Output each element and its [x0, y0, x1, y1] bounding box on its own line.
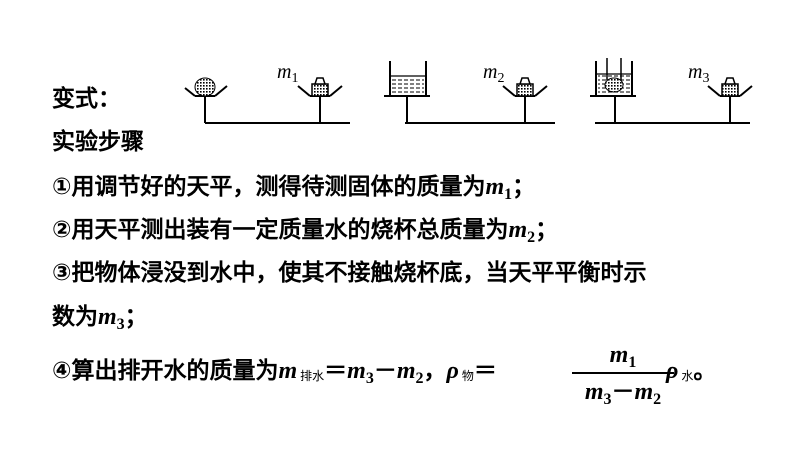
step-2-end: ； — [535, 217, 559, 243]
step-4-m3: m — [347, 358, 366, 384]
fraction-numerator: m1 — [572, 340, 674, 371]
step-3-sub: 3 — [116, 316, 125, 333]
figure-label-sub: 1 — [291, 71, 298, 86]
step-4-comma: ， — [423, 358, 447, 384]
numerator-sub: 1 — [628, 354, 637, 371]
denominator-m3-sub: 3 — [603, 391, 612, 408]
denominator-minus: － — [611, 379, 635, 405]
figure-label-m3: m3 — [688, 61, 709, 86]
step-4-rho: ρ — [446, 358, 459, 384]
fraction-bar — [572, 372, 674, 374]
step-4-text: ④算出排开水的质量为 — [52, 358, 279, 384]
step-4-m: m — [278, 358, 298, 384]
numerator-var: m — [609, 342, 629, 368]
denominator-m2-sub: 2 — [653, 391, 662, 408]
step-4-m2: m — [396, 358, 416, 384]
figure-label-m2: m2 — [483, 61, 504, 86]
step-1-var: m — [485, 174, 505, 200]
step-4-minus: － — [373, 358, 397, 384]
step-4-m2-sub: 2 — [415, 370, 424, 387]
weight-icon — [721, 77, 739, 97]
weight-icon — [311, 77, 329, 97]
step-1-text: ①用调节好的天平，测得待测固体的质量为 — [52, 174, 486, 200]
experiment-figure: m1 m2 m3 — [184, 58, 753, 124]
fraction-denominator: m3－m2 — [572, 377, 674, 408]
steps-title: 实验步骤 — [52, 129, 144, 155]
step-4-end: 。 — [693, 358, 717, 384]
step-4-eq-2: ＝ — [473, 358, 497, 384]
step-3-text: 数为 — [52, 304, 98, 330]
heading: 变式： — [52, 86, 121, 112]
step-3-var: m — [98, 304, 117, 330]
beaker-with-sample-icon — [595, 58, 633, 97]
beaker-water-icon — [389, 61, 427, 97]
step-3-line-1: ③把物体浸没到水中，使其不接触烧杯底，当天平平衡时示 — [52, 260, 647, 286]
figure-label-var: m — [277, 61, 291, 83]
step-4-m3-sub: 3 — [365, 370, 374, 387]
denominator-m3: m — [584, 379, 604, 405]
density-fraction: m1 m3－m2 — [572, 340, 674, 408]
step-3-line-2: 数为m3； — [52, 302, 148, 335]
step-1: ①用调节好的天平，测得待测固体的质量为m1； — [52, 172, 535, 205]
step-3-end: ； — [124, 304, 148, 330]
solid-sample-icon — [194, 77, 216, 97]
step-4-rho-label: 物 — [461, 369, 474, 383]
step-2-text: ②用天平测出装有一定质量水的烧杯总质量为 — [52, 217, 509, 243]
weight-icon — [516, 77, 534, 97]
step-4-rho-water: ρ — [666, 358, 679, 384]
step-1-sub: 1 — [504, 186, 513, 203]
step-4-m-label: 排水 — [300, 369, 325, 383]
step-2-var: m — [508, 217, 528, 243]
figure-label-sub: 3 — [702, 71, 709, 86]
figure-label-var: m — [483, 61, 497, 83]
step-2-sub: 2 — [527, 229, 536, 246]
step-1-end: ； — [512, 174, 536, 200]
figure-label-var: m — [688, 61, 702, 83]
step-4-rho-water-label: 水 — [681, 369, 694, 383]
figure-label-m1: m1 — [277, 61, 298, 86]
figure-label-sub: 2 — [497, 71, 504, 86]
step-2: ②用天平测出装有一定质量水的烧杯总质量为m2； — [52, 215, 558, 248]
denominator-m2: m — [634, 379, 654, 405]
step-4-eq: ＝ — [324, 358, 348, 384]
